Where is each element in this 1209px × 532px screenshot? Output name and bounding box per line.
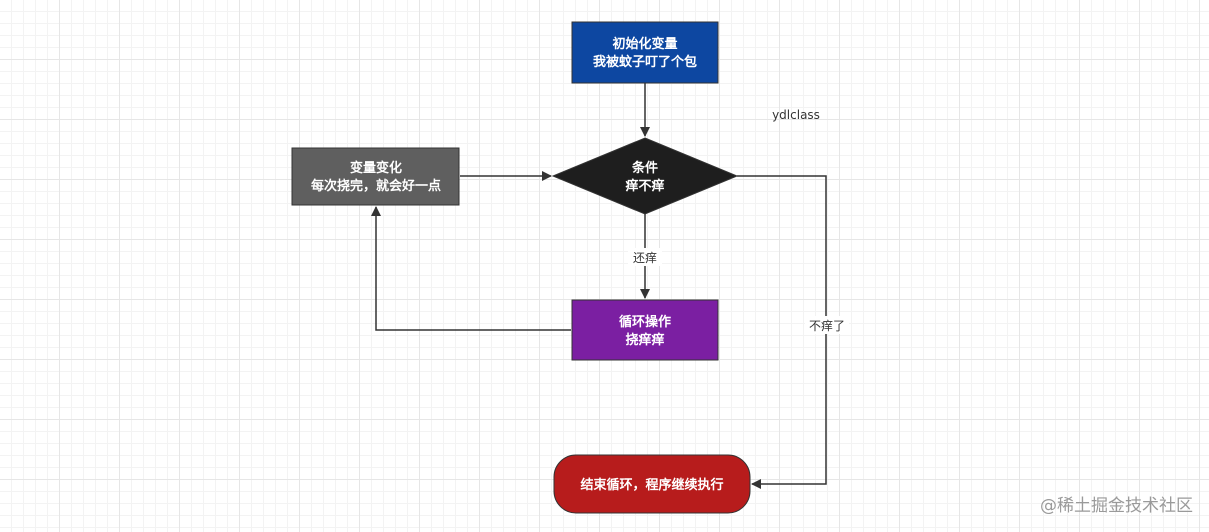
node-loop-subtitle: 挠痒痒 — [625, 332, 664, 348]
node-condition[interactable]: 条件 痒不痒 — [551, 137, 739, 215]
note-label: ydlclass — [772, 108, 820, 122]
node-variable-change[interactable]: 变量变化 每次挠完，就会好一点 — [291, 147, 460, 206]
node-init-subtitle: 我被蚊子叮了个包 — [593, 54, 697, 70]
node-end-title: 结束循环，程序继续执行 — [580, 477, 723, 493]
node-variable-change-title: 变量变化 — [350, 160, 402, 176]
node-condition-title: 条件 — [632, 160, 658, 176]
node-loop-title: 循环操作 — [619, 314, 671, 330]
node-init-title: 初始化变量 — [612, 36, 677, 52]
node-loop[interactable]: 循环操作 挠痒痒 — [571, 299, 719, 361]
node-end[interactable]: 结束循环，程序继续执行 — [553, 454, 751, 514]
node-variable-change-subtitle: 每次挠完，就会好一点 — [311, 178, 441, 194]
edge-loop-to-change — [371, 206, 571, 331]
watermark: @稀土掘金技术社区 — [1040, 496, 1193, 516]
edge-label-still-itchy: 还痒 — [633, 250, 657, 265]
node-init[interactable]: 初始化变量 我被蚊子叮了个包 — [571, 21, 719, 84]
node-condition-subtitle: 痒不痒 — [625, 178, 664, 194]
edge-label-not-itchy: 不痒了 — [809, 318, 845, 333]
